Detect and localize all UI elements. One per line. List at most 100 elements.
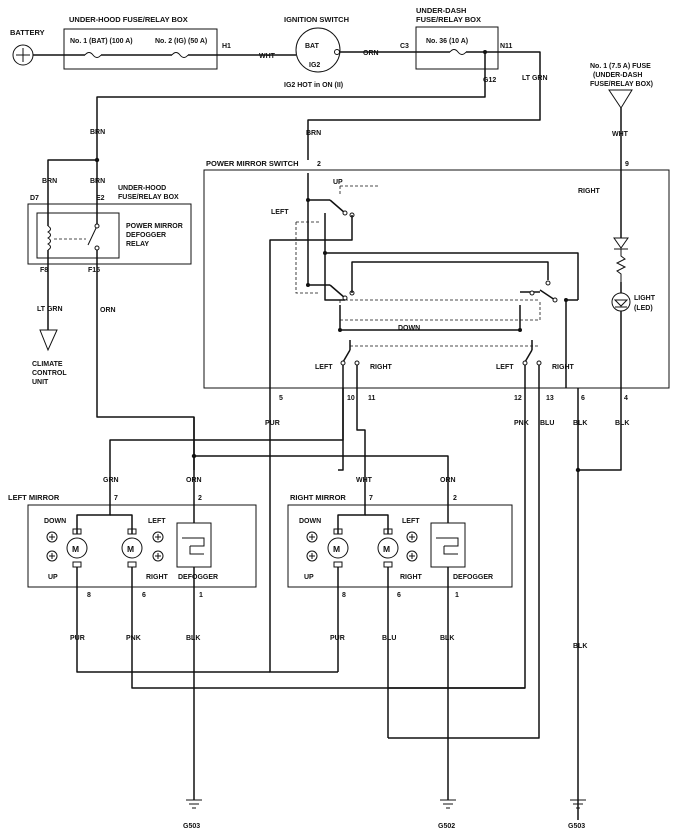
svg-text:WHT: WHT bbox=[356, 477, 373, 484]
svg-text:7: 7 bbox=[369, 495, 373, 502]
svg-text:IG2: IG2 bbox=[309, 62, 320, 69]
svg-text:UP: UP bbox=[48, 574, 58, 581]
svg-text:UP: UP bbox=[333, 179, 343, 186]
svg-text:RIGHT: RIGHT bbox=[578, 188, 601, 195]
plus-icon bbox=[306, 531, 318, 543]
svg-text:No. 1 (7.5 A) FUSE: No. 1 (7.5 A) FUSE bbox=[590, 63, 651, 70]
svg-text:H1: H1 bbox=[222, 43, 231, 50]
motor-icon: M bbox=[66, 528, 88, 568]
power-mirror-switch: POWER MIRROR SWITCH 2 UP LEFT RIGHT DOWN… bbox=[203, 159, 670, 471]
motor-icon: M bbox=[377, 528, 399, 568]
ground-icon bbox=[186, 799, 202, 809]
plus-icon bbox=[406, 550, 418, 562]
svg-text:ORN: ORN bbox=[363, 50, 379, 57]
right-mirror: RIGHT MIRROR 7 2 DOWN LEFT UP RIGHT M M bbox=[287, 493, 513, 599]
svg-text:WHT: WHT bbox=[259, 53, 276, 60]
svg-text:RIGHT: RIGHT bbox=[400, 574, 423, 581]
svg-text:6: 6 bbox=[142, 592, 146, 599]
svg-text:BLU: BLU bbox=[540, 420, 554, 427]
left-mirror: LEFT MIRROR 7 2 DOWN LEFT UP RIGHT M M bbox=[8, 493, 257, 599]
svg-text:PUR: PUR bbox=[265, 420, 280, 427]
svg-text:LEFT: LEFT bbox=[496, 364, 514, 371]
svg-text:No. 36 (10 A): No. 36 (10 A) bbox=[426, 38, 468, 45]
svg-text:12: 12 bbox=[514, 395, 522, 402]
svg-text:8: 8 bbox=[87, 592, 91, 599]
svg-text:DOWN: DOWN bbox=[398, 325, 420, 332]
svg-text:11: 11 bbox=[368, 395, 376, 402]
svg-text:BLK: BLK bbox=[573, 643, 587, 650]
svg-text:G503: G503 bbox=[568, 823, 585, 830]
svg-text:LEFT: LEFT bbox=[402, 518, 420, 525]
resistor-icon bbox=[615, 249, 627, 282]
diode-icon bbox=[613, 237, 629, 249]
svg-text:LIGHT: LIGHT bbox=[634, 295, 656, 302]
svg-text:No. 2 (IG) (50 A): No. 2 (IG) (50 A) bbox=[155, 38, 207, 45]
svg-text:LEFT MIRROR: LEFT MIRROR bbox=[8, 493, 60, 502]
svg-text:PUR: PUR bbox=[70, 635, 85, 642]
underhood-fuse-relay-box-top: UNDER-HOOD FUSE/RELAY BOX No. 1 (BAT) (1… bbox=[63, 15, 231, 70]
svg-text:RIGHT: RIGHT bbox=[146, 574, 169, 581]
plus-icon bbox=[152, 531, 164, 543]
svg-text:RIGHT MIRROR: RIGHT MIRROR bbox=[290, 493, 346, 502]
svg-text:ORN: ORN bbox=[186, 477, 202, 484]
svg-text:2: 2 bbox=[198, 495, 202, 502]
svg-text:LEFT: LEFT bbox=[271, 209, 289, 216]
svg-text:No. 1 (BAT) (100 A): No. 1 (BAT) (100 A) bbox=[70, 38, 133, 45]
svg-text:BLU: BLU bbox=[382, 635, 396, 642]
ignition-switch: IGNITION SWITCH BAT IG2 IG2 HOT in ON (I… bbox=[284, 15, 349, 89]
motor-icon: M bbox=[327, 528, 349, 568]
ground-icon bbox=[570, 799, 586, 809]
svg-text:DOWN: DOWN bbox=[44, 518, 66, 525]
defogger-icon bbox=[430, 505, 466, 587]
svg-text:UNDER-HOOD: UNDER-HOOD bbox=[118, 185, 166, 192]
plus-icon bbox=[152, 550, 164, 562]
fuse-icon bbox=[449, 49, 467, 55]
svg-text:UNDER-HOOD FUSE/RELAY BOX: UNDER-HOOD FUSE/RELAY BOX bbox=[69, 15, 188, 24]
svg-text:BRN: BRN bbox=[42, 178, 57, 185]
svg-text:M: M bbox=[383, 544, 390, 554]
svg-text:UP: UP bbox=[304, 574, 314, 581]
svg-text:PNK: PNK bbox=[126, 635, 141, 642]
svg-text:D7: D7 bbox=[30, 195, 39, 202]
svg-text:F8: F8 bbox=[40, 267, 48, 274]
svg-text:PUR: PUR bbox=[330, 635, 345, 642]
svg-text:(LED): (LED) bbox=[634, 305, 653, 312]
svg-text:DEFOGGER: DEFOGGER bbox=[453, 574, 493, 581]
fuse-icon bbox=[171, 52, 189, 58]
svg-text:RIGHT: RIGHT bbox=[552, 364, 575, 371]
svg-text:G502: G502 bbox=[438, 823, 455, 830]
power-mirror-defogger-relay: D7 E2 POWER MIRROR DEFOGGER RELAY F8 F15 bbox=[27, 195, 192, 274]
svg-text:C3: C3 bbox=[400, 43, 409, 50]
plus-icon bbox=[306, 550, 318, 562]
svg-text:2: 2 bbox=[453, 495, 457, 502]
svg-text:BLK: BLK bbox=[573, 420, 587, 427]
motor-icon: M bbox=[121, 528, 143, 568]
svg-text:UNDER-DASH: UNDER-DASH bbox=[416, 6, 466, 15]
relay-coil-icon bbox=[47, 225, 51, 251]
svg-text:POWER MIRROR SWITCH: POWER MIRROR SWITCH bbox=[206, 159, 299, 168]
plus-icon bbox=[46, 531, 58, 543]
svg-text:UNIT: UNIT bbox=[32, 379, 49, 386]
svg-text:4: 4 bbox=[624, 395, 628, 402]
svg-text:2: 2 bbox=[317, 161, 321, 168]
plus-icon bbox=[46, 550, 58, 562]
svg-text:DOWN: DOWN bbox=[299, 518, 321, 525]
fuse-no1-7-5a: No. 1 (7.5 A) FUSE (UNDER-DASH FUSE/RELA… bbox=[590, 63, 653, 109]
svg-text:BLK: BLK bbox=[440, 635, 454, 642]
svg-text:IG2 HOT in ON (II): IG2 HOT in ON (II) bbox=[284, 82, 343, 89]
svg-text:GRN: GRN bbox=[103, 477, 119, 484]
svg-text:BAT: BAT bbox=[305, 43, 320, 50]
climate-connector-icon bbox=[39, 329, 58, 352]
svg-text:FUSE/RELAY BOX: FUSE/RELAY BOX bbox=[118, 194, 179, 201]
svg-text:G12: G12 bbox=[483, 77, 496, 84]
svg-text:BLK: BLK bbox=[186, 635, 200, 642]
svg-text:LEFT: LEFT bbox=[315, 364, 333, 371]
svg-text:7: 7 bbox=[114, 495, 118, 502]
relay-contact-icon bbox=[87, 225, 98, 246]
svg-text:LEFT: LEFT bbox=[148, 518, 166, 525]
svg-text:FUSE/RELAY BOX: FUSE/RELAY BOX bbox=[416, 15, 481, 24]
svg-text:FUSE/RELAY BOX): FUSE/RELAY BOX) bbox=[590, 81, 653, 88]
svg-text:DEFOGGER: DEFOGGER bbox=[126, 232, 166, 239]
underdash-fuse-relay-box: UNDER-DASH FUSE/RELAY BOX No. 36 (10 A) … bbox=[415, 6, 513, 84]
svg-text:M: M bbox=[333, 544, 340, 554]
